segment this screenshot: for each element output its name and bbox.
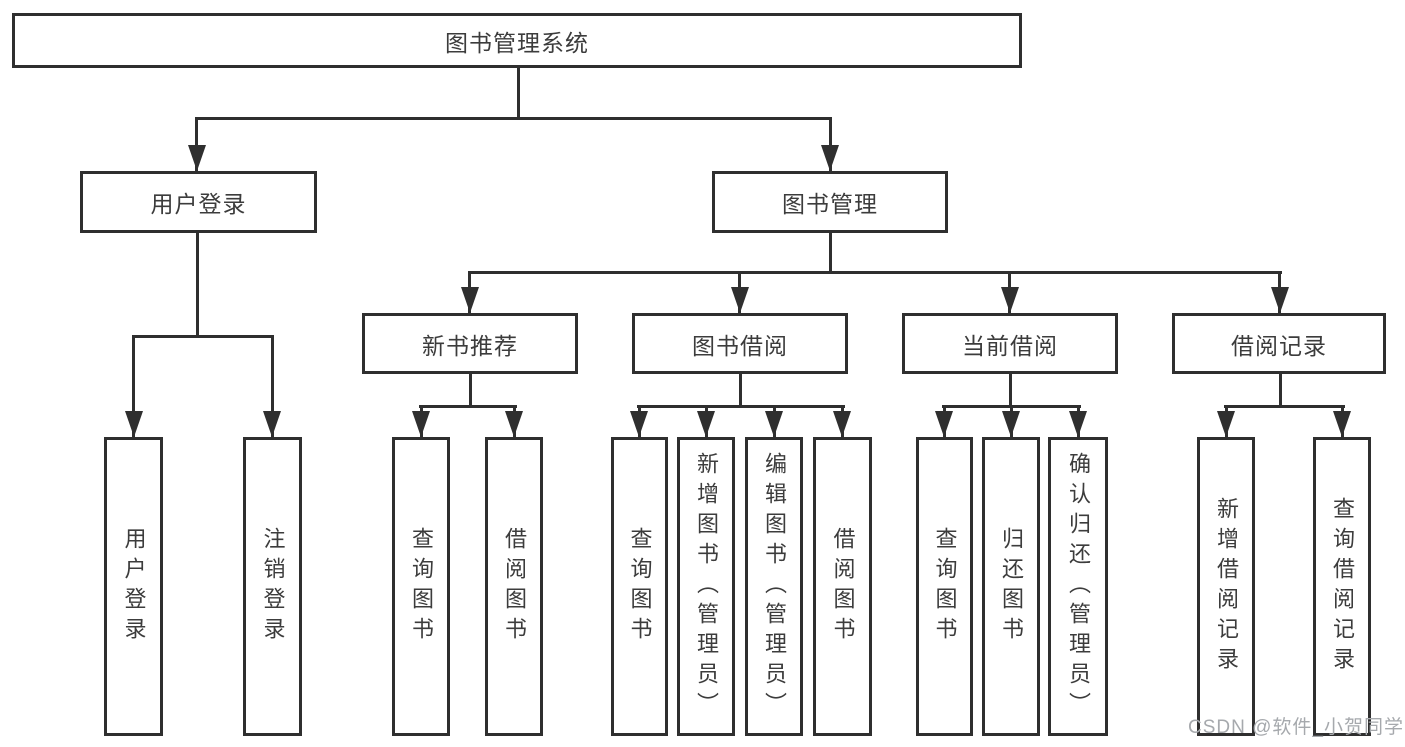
edge-records-arrowhead-1 bbox=[1217, 411, 1235, 437]
edge-mgmt-arrowhead-1 bbox=[461, 287, 479, 313]
node-leaf-borrow-book-recommend: 借阅图书 bbox=[485, 437, 543, 736]
edge-recommend-drop bbox=[469, 374, 472, 407]
node-leaf-edit-book-admin: 编辑图书（管理员） bbox=[745, 437, 803, 736]
edge-borrow-arrowhead-3 bbox=[765, 411, 783, 437]
edge-borrow-bar bbox=[637, 405, 845, 408]
edge-root-stem-left bbox=[195, 117, 198, 171]
node-leaf-confirm-return-admin: 确认归还（管理员） bbox=[1048, 437, 1108, 736]
node-leaf-user-login-label: 用户登录 bbox=[121, 526, 147, 647]
node-book-management: 图书管理 bbox=[712, 171, 948, 233]
edge-login-bar bbox=[132, 335, 274, 338]
edge-login-stem-right bbox=[271, 335, 274, 437]
node-leaf-query-borrow-record-label: 查询借阅记录 bbox=[1330, 496, 1355, 677]
edge-recommend-arrowhead-2 bbox=[505, 411, 523, 437]
node-leaf-query-book-borrow-label: 查询图书 bbox=[627, 526, 653, 647]
node-leaf-edit-book-admin-label: 编辑图书（管理员） bbox=[762, 451, 787, 722]
edge-borrow-arrowhead-1 bbox=[630, 411, 648, 437]
node-root: 图书管理系统 bbox=[12, 13, 1022, 68]
edge-root-drop bbox=[517, 67, 520, 119]
node-leaf-add-borrow-record-label: 新增借阅记录 bbox=[1214, 496, 1239, 677]
edge-login-arrowhead-right bbox=[263, 411, 281, 437]
csdn-watermark: CSDN @软件_小贺同学 bbox=[1188, 717, 1404, 738]
edge-login-stem-left bbox=[132, 335, 135, 437]
edge-root-stem-right bbox=[829, 117, 832, 171]
edge-current-arrowhead-1 bbox=[935, 411, 953, 437]
node-leaf-add-book-admin-label: 新增图书（管理员） bbox=[694, 451, 719, 722]
edge-recommend-arrowhead-1 bbox=[412, 411, 430, 437]
node-leaf-confirm-return-admin-label: 确认归还（管理员） bbox=[1066, 451, 1091, 722]
node-leaf-query-book-recommend: 查询图书 bbox=[392, 437, 450, 736]
edge-records-drop bbox=[1279, 374, 1282, 407]
node-user-login: 用户登录 bbox=[80, 171, 317, 233]
edge-login-arrowhead-left bbox=[125, 411, 143, 437]
edge-mgmt-arrowhead-4 bbox=[1271, 287, 1289, 313]
node-leaf-query-book-current: 查询图书 bbox=[916, 437, 973, 736]
edge-root-arrowhead-left bbox=[188, 145, 206, 171]
edge-borrow-arrowhead-4 bbox=[833, 411, 851, 437]
edge-current-arrowhead-3 bbox=[1069, 411, 1087, 437]
edge-root-arrowhead-right bbox=[821, 145, 839, 171]
node-current-borrow: 当前借阅 bbox=[902, 313, 1118, 374]
node-book-borrow: 图书借阅 bbox=[632, 313, 848, 374]
edge-records-bar bbox=[1224, 405, 1345, 408]
node-borrow-records: 借阅记录 bbox=[1172, 313, 1386, 374]
node-leaf-user-login: 用户登录 bbox=[104, 437, 163, 736]
node-leaf-return-book-label: 归还图书 bbox=[999, 526, 1024, 647]
node-leaf-logout-label: 注销登录 bbox=[260, 526, 286, 647]
node-leaf-query-book-current-label: 查询图书 bbox=[932, 526, 958, 647]
edge-mgmt-arrowhead-2 bbox=[731, 287, 749, 313]
node-leaf-query-borrow-record: 查询借阅记录 bbox=[1313, 437, 1371, 736]
node-leaf-query-book-borrow: 查询图书 bbox=[611, 437, 668, 736]
node-new-book-recommend: 新书推荐 bbox=[362, 313, 578, 374]
node-leaf-return-book: 归还图书 bbox=[982, 437, 1040, 736]
edge-recommend-bar bbox=[419, 405, 517, 408]
node-leaf-borrow-book-recommend-label: 借阅图书 bbox=[502, 526, 527, 647]
node-leaf-borrow-book: 借阅图书 bbox=[813, 437, 872, 736]
edge-current-drop bbox=[1009, 374, 1012, 407]
edge-mgmt-arrowhead-3 bbox=[1001, 287, 1019, 313]
edge-login-drop bbox=[196, 233, 199, 337]
edge-root-bar bbox=[195, 117, 832, 120]
node-leaf-query-book-recommend-label: 查询图书 bbox=[409, 526, 434, 647]
edge-mgmt-drop bbox=[829, 233, 832, 273]
node-leaf-add-book-admin: 新增图书（管理员） bbox=[677, 437, 735, 736]
node-leaf-logout: 注销登录 bbox=[243, 437, 302, 736]
node-leaf-borrow-book-label: 借阅图书 bbox=[830, 526, 856, 647]
edge-borrow-arrowhead-2 bbox=[697, 411, 715, 437]
node-leaf-add-borrow-record: 新增借阅记录 bbox=[1197, 437, 1255, 736]
edge-mgmt-bar bbox=[468, 271, 1282, 274]
edge-borrow-drop bbox=[739, 374, 742, 407]
edge-current-arrowhead-2 bbox=[1002, 411, 1020, 437]
edge-records-arrowhead-2 bbox=[1333, 411, 1351, 437]
